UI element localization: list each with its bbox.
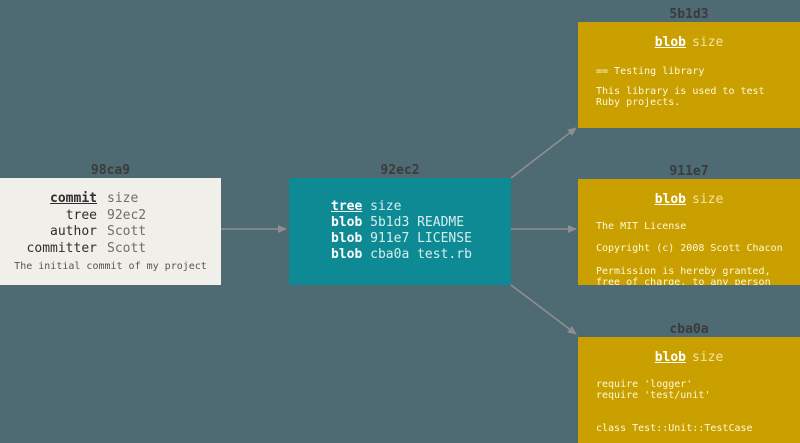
blob-header: blob size [578, 350, 800, 365]
blob-content-line: Ruby projects. [596, 97, 681, 108]
tree-box: tree size blob 5b1d3 README blob 911e7 L… [289, 178, 511, 285]
blob-size-label: size [692, 350, 724, 365]
commit-field-row: author Scott [0, 224, 221, 241]
blob-type-label: blob [654, 35, 686, 50]
commit-box: commit size tree 92ec2 author Scott comm… [0, 178, 221, 285]
commit-field-value: Scott [107, 224, 147, 239]
tree-entry: blob cba0a test.rb [331, 247, 472, 263]
blob-content-line: Copyright (c) 2008 Scott Chacon [596, 243, 783, 254]
tree-entry-hash: 5b1d3 [370, 215, 410, 230]
blob-size-label: size [692, 35, 724, 50]
blob-box-5b1d3: blob size == Testing library This library… [578, 22, 800, 128]
blob-content-line: require 'test/unit' [596, 390, 711, 401]
blob-header: blob size [578, 192, 800, 207]
tree-entry-name: test.rb [417, 247, 472, 262]
commit-field-row: commit size [0, 191, 221, 208]
tree-entry-type: blob [331, 215, 363, 230]
commit-field-row: tree 92ec2 [0, 208, 221, 225]
commit-field-value: 92ec2 [107, 207, 147, 223]
blob-hash-911e7: 911e7 [669, 164, 709, 179]
blob-box-911e7: blob size The MIT License Copyright (c) 2… [578, 179, 800, 285]
blob-box-cba0a: blob size require 'logger' require 'test/… [578, 337, 800, 443]
commit-field-key: committer [26, 240, 97, 256]
blob-hash-cba0a: cba0a [669, 322, 709, 337]
blob-content-line: require 'logger' [596, 379, 693, 390]
tree-entry-name: LICENSE [417, 231, 472, 246]
commit-field-key: tree [65, 207, 97, 223]
commit-field-value: size [107, 191, 139, 206]
tree-entry: blob 5b1d3 README [331, 215, 472, 231]
blob-size-label: size [692, 192, 724, 207]
tree-header-row: tree size [331, 199, 472, 215]
blob-content-line: free of charge, to any person [596, 277, 771, 285]
blob-header: blob size [578, 35, 800, 50]
commit-hash: 98ca9 [90, 163, 131, 178]
blob-hash-5b1d3: 5b1d3 [669, 7, 709, 22]
blob-type-label: blob [654, 192, 686, 207]
tree-entry-type: blob [331, 231, 363, 246]
arrow-tree-to-blob-cba0a [510, 284, 577, 335]
tree-hash: 92ec2 [380, 163, 420, 178]
blob-content-line: Permission is hereby granted, [596, 266, 771, 277]
commit-field-row: committer Scott [0, 241, 221, 258]
blob-content-line: This library is used to test [596, 86, 765, 97]
tree-entry: blob 911e7 LICENSE [331, 231, 472, 247]
arrow-tree-to-blob-5b1d3 [510, 127, 577, 179]
commit-field-key: commit [50, 191, 97, 206]
blob-content-line: == Testing library [596, 66, 705, 77]
commit-field-value: Scott [107, 240, 147, 256]
tree-type-label: tree [331, 199, 363, 214]
blob-content-line: The MIT License [596, 221, 687, 232]
blob-content-line: class Test::Unit::TestCase [596, 423, 753, 434]
tree-size-label: size [370, 199, 402, 214]
commit-message: The initial commit of my project [14, 261, 207, 272]
tree-entry-type: blob [331, 247, 363, 262]
tree-entry-name: README [417, 215, 465, 230]
tree-entry-hash: cba0a [370, 247, 410, 262]
commit-field-key: author [50, 224, 97, 239]
tree-entry-hash: 911e7 [370, 231, 410, 246]
blob-type-label: blob [654, 350, 686, 365]
